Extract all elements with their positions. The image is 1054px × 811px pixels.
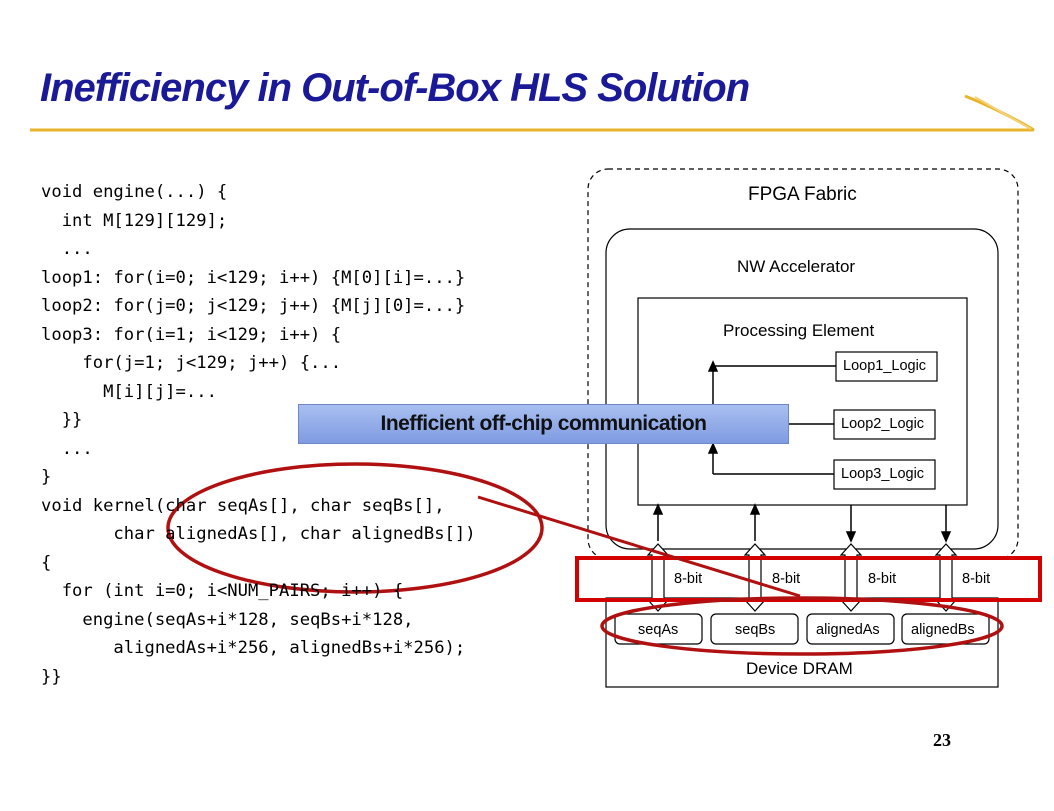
fpga-fabric-label: FPGA Fabric [748, 184, 857, 205]
code-line: loop1: for(i=0; i<129; i++) {M[0][i]=...… [41, 267, 466, 288]
code-line: M[i][j]=... [41, 381, 217, 402]
title-underline [30, 94, 1035, 132]
buffers-highlight-ellipse [600, 596, 1004, 656]
buffer-seqbs-box [710, 613, 799, 645]
nw-accelerator-label: NW Accelerator [737, 257, 856, 276]
callout-inefficient-communication: Inefficient off-chip communication [298, 404, 789, 444]
loop2-logic-box [833, 409, 936, 440]
slide-title: Inefficiency in Out-of-Box HLS Solution [40, 66, 750, 110]
loop3-logic-label: Loop3_Logic [841, 466, 925, 482]
buffer-aligneda-label: alignedAs [816, 622, 880, 638]
code-line: loop2: for(j=0; j<129; j++) {M[j][0]=...… [41, 296, 466, 316]
bus-arrows [646, 543, 958, 612]
code-line: void kernel(char seqAs[], char seqBs[], [41, 495, 445, 516]
buffer-aligneda-box [806, 613, 895, 645]
bus-width-label: 8-bit [962, 571, 991, 587]
code-line: int M[129][129]; [41, 210, 228, 231]
fpga-fabric-box [587, 168, 1019, 560]
bus-highlight-box [575, 556, 1042, 602]
code-line: char alignedAs[], char alignedBs[]) [41, 524, 476, 544]
code-line: }} [41, 666, 62, 687]
code-line: loop3: for(i=1; i<129; i++) { [41, 324, 342, 345]
highlight-connector [477, 495, 801, 598]
pe-ports [652, 503, 952, 543]
bus-width-label: 8-bit [772, 571, 801, 587]
processing-element-label: Processing Element [723, 321, 875, 340]
code-line: }} [41, 410, 83, 430]
kernel-args-highlight-ellipse [166, 462, 544, 594]
code-line: ... [41, 438, 93, 459]
bus-width-label: 8-bit [868, 571, 897, 587]
code-line: engine(seqAs+i*128, seqBs+i*128, [41, 609, 414, 630]
page-number: 23 [933, 730, 951, 750]
bus-width-label: 8-bit [674, 571, 703, 587]
code-line: { [41, 552, 52, 573]
buffer-seqbs-label: seqBs [735, 622, 776, 638]
code-line: for (int i=0; i<NUM_PAIRS; i++) { [41, 581, 404, 601]
buffer-alignedb-label: alignedBs [911, 622, 975, 638]
code-line: for(j=1; j<129; j++) {... [41, 353, 342, 373]
device-dram-label: Device DRAM [746, 659, 853, 678]
code-line: } [41, 467, 52, 487]
buffer-seqas-label: seqAs [638, 622, 679, 638]
code-line: void engine(...) { [41, 182, 228, 202]
loop1-logic-box [835, 351, 938, 382]
code-listing: void engine(...) { int M[129][129]; ... l… [41, 178, 476, 691]
loop1-logic-label: Loop1_Logic [843, 358, 927, 374]
loop2-logic-label: Loop2_Logic [841, 416, 925, 432]
code-line: alignedAs+i*256, alignedBs+i*256); [41, 638, 466, 658]
code-line: ... [41, 239, 93, 259]
